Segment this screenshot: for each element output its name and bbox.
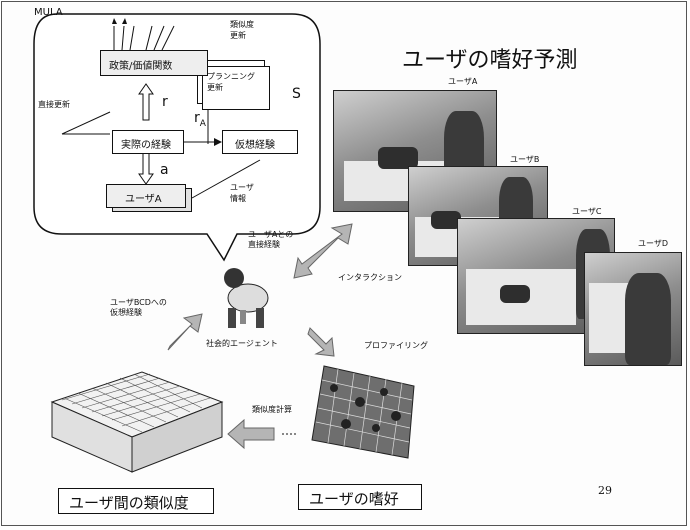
virtual-experience-box: 仮想経験 [222,130,298,154]
user-d-label: ユーザD [638,239,668,248]
a-label: a [160,162,169,178]
direct-experience-label: ユーザAとの 直接経験 [248,230,294,249]
planning-box: プランニング 更新 [202,66,270,110]
virtual-experience-label: 仮想経験 [235,140,275,151]
robot-dog-image [224,268,269,328]
user-c-label: ユーザC [572,207,602,216]
user-a-box: ユーザA [106,184,186,208]
real-experience-label: 実際の経験 [121,140,171,151]
planning-update-label: プランニング 更新 [207,72,255,92]
ra-label-r: r [194,110,200,126]
user-a-label: ユーザA [448,77,478,86]
direct-update-label: 直接更新 [38,100,70,109]
similarity-update-label: 類似度 更新 [230,20,254,40]
interaction-label: インタラクション [338,273,402,282]
mula-label: MULA [34,7,63,18]
profiling-label: プロファイリング [364,341,428,350]
policy-box-label: 政策/価値関数 [109,61,173,72]
user-a-box-label: ユーザA [125,194,162,205]
s-label: S [292,86,301,102]
virtual-bcd-label: ユーザBCDへの 仮想経験 [110,298,167,317]
slide-title: ユーザの嗜好予測 [402,48,578,73]
user-d-photo [584,252,682,366]
user-b-label: ユーザB [510,155,540,164]
page-number: 29 [598,484,612,497]
similarity-surface-plot [50,371,224,473]
user-preference-label: ユーザの嗜好 [309,490,399,508]
similarity-calc-label: 類似度計算 [252,405,292,414]
ra-label-sub: A [199,118,206,129]
social-agent-label: 社会的エージェント [206,339,278,348]
ra-label: rA [194,110,206,129]
real-experience-box: 実際の経験 [112,130,184,154]
policy-box: 政策/価値関数 [100,50,208,76]
r-label: r [162,94,168,110]
preference-surface-plot [311,365,415,459]
similarity-between-users-label: ユーザ間の類似度 [69,494,189,512]
user-info-label: ユーザ 情報 [230,183,254,203]
similarity-between-users-box: ユーザ間の類似度 [58,488,214,514]
user-preference-box: ユーザの嗜好 [298,484,422,510]
